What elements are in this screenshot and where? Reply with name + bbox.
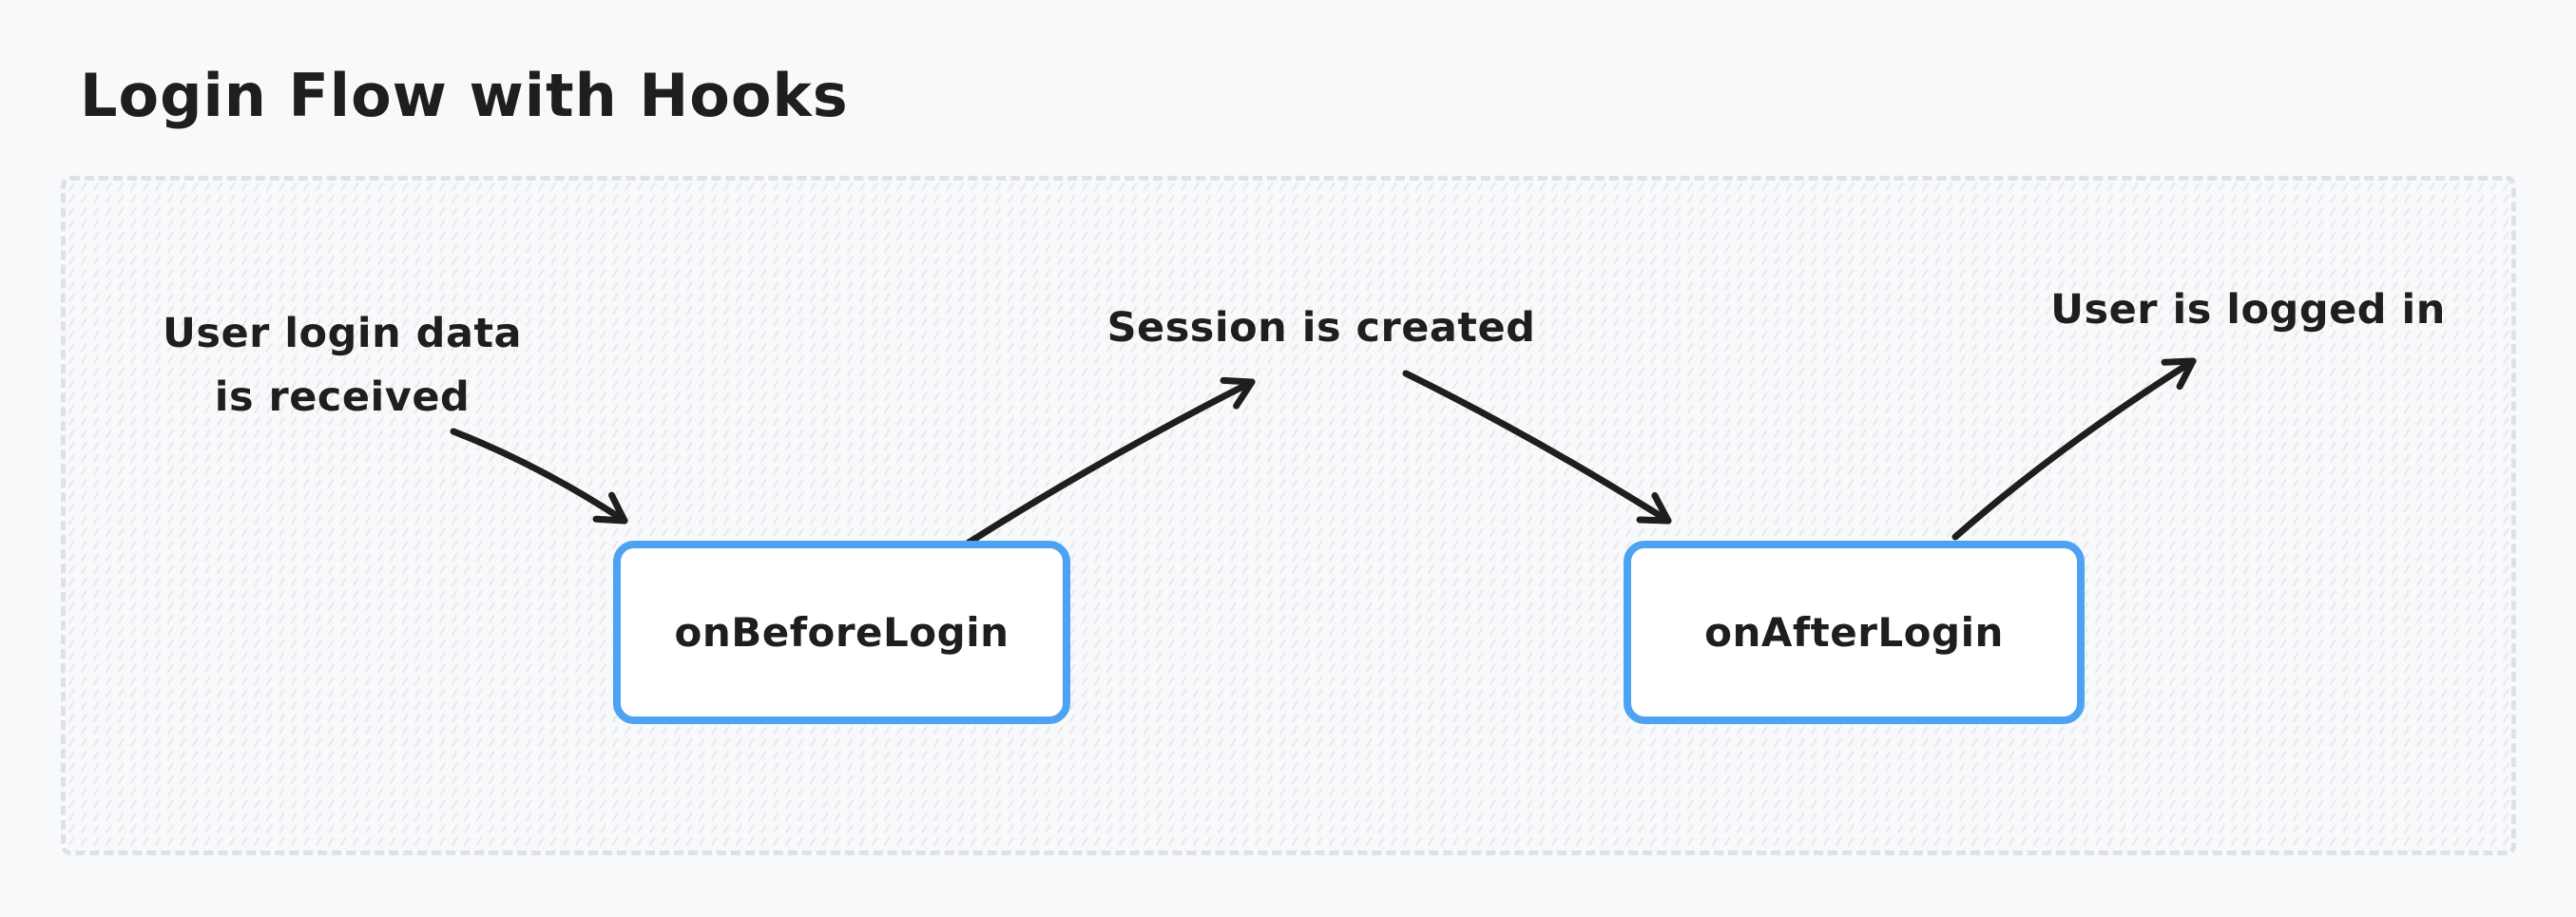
label-session-created: Session is created — [1106, 304, 1536, 352]
page-title: Login Flow with Hooks — [80, 61, 849, 130]
label-user-login-data-line1: User login data — [162, 310, 523, 357]
label-user-login-data: User login data is received — [119, 302, 566, 429]
arrow-before-to-session — [965, 376, 1256, 546]
node-onbeforelogin: onBeforeLogin — [613, 541, 1070, 724]
label-user-logged-in: User is logged in — [2050, 286, 2446, 334]
arrow-session-to-after — [1402, 370, 1672, 525]
node-onbeforelogin-label: onBeforeLogin — [674, 609, 1009, 656]
label-user-login-data-line2: is received — [214, 373, 471, 421]
arrow-received-to-before — [450, 428, 628, 525]
diagram-canvas: User login data is received Session is c… — [61, 176, 2516, 855]
node-onafterlogin: onAfterLogin — [1624, 541, 2085, 724]
node-onafterlogin-label: onAfterLogin — [1704, 609, 2004, 656]
arrow-after-to-logged-in — [1951, 357, 2197, 541]
